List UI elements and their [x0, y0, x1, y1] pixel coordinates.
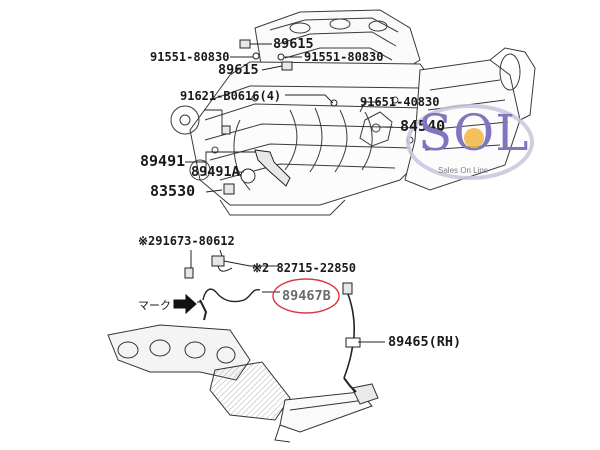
label-89465-rh: 89465(RH): [388, 334, 462, 350]
mark-arrow-icon: [173, 293, 197, 315]
logo-circle-shape: [406, 104, 534, 180]
engine-block-drawing: [170, 9, 441, 216]
connector-82715-shape: [211, 255, 225, 267]
label-89615-a: 89615: [273, 36, 314, 52]
switch-83530-shape: [223, 183, 235, 195]
logo-text: SOL: [418, 104, 530, 162]
knock-sensor-a-shape: [239, 39, 251, 49]
engine-leader-lines: [185, 43, 393, 193]
label-83530: 83530: [150, 182, 196, 200]
logo-tagline: Sales On Line: [438, 166, 489, 175]
cam-sensor-shape: [254, 149, 291, 187]
label-82715: ※2 82715-22850: [252, 261, 356, 275]
sensor-rh-body-shape: [343, 377, 357, 393]
grommet-shape: [240, 168, 256, 184]
label-mark: マーク: [138, 299, 171, 312]
exhaust-drawing: [107, 324, 379, 443]
sol-logo: [406, 104, 534, 180]
sensor-left-body-shape: [199, 299, 208, 321]
label-84540: 84540: [400, 117, 446, 135]
engine-sensors-drawing: [221, 39, 338, 195]
label-89491a: 89491A: [191, 164, 240, 180]
label-89615-b: 89615: [218, 62, 259, 78]
knock-sensor-b-shape: [281, 61, 293, 71]
clip-rh-shape: [345, 337, 361, 348]
connector-rh-shape: [342, 282, 353, 295]
label-89467b: 89467B: [282, 288, 331, 304]
label-91651: 91651-40830: [360, 95, 440, 109]
logo-sun-icon: [464, 128, 484, 148]
bolt-b-shape: [277, 53, 285, 61]
label-91551-b: 91551-80830: [304, 50, 384, 64]
label-91551-a: 91551-80830: [150, 50, 230, 64]
highlight-ellipse: [272, 278, 340, 314]
bolt-a-shape: [252, 52, 260, 60]
label-91621: 91621-B0616(4): [180, 89, 282, 103]
bolt-c-shape: [330, 99, 338, 107]
label-89491: 89491: [140, 152, 186, 170]
bolt-291673-shape: [184, 267, 194, 279]
bolt-d-shape: [221, 125, 231, 135]
label-291673: ※291673-80612: [138, 234, 235, 248]
o2-sensor-wiring: [173, 249, 385, 393]
